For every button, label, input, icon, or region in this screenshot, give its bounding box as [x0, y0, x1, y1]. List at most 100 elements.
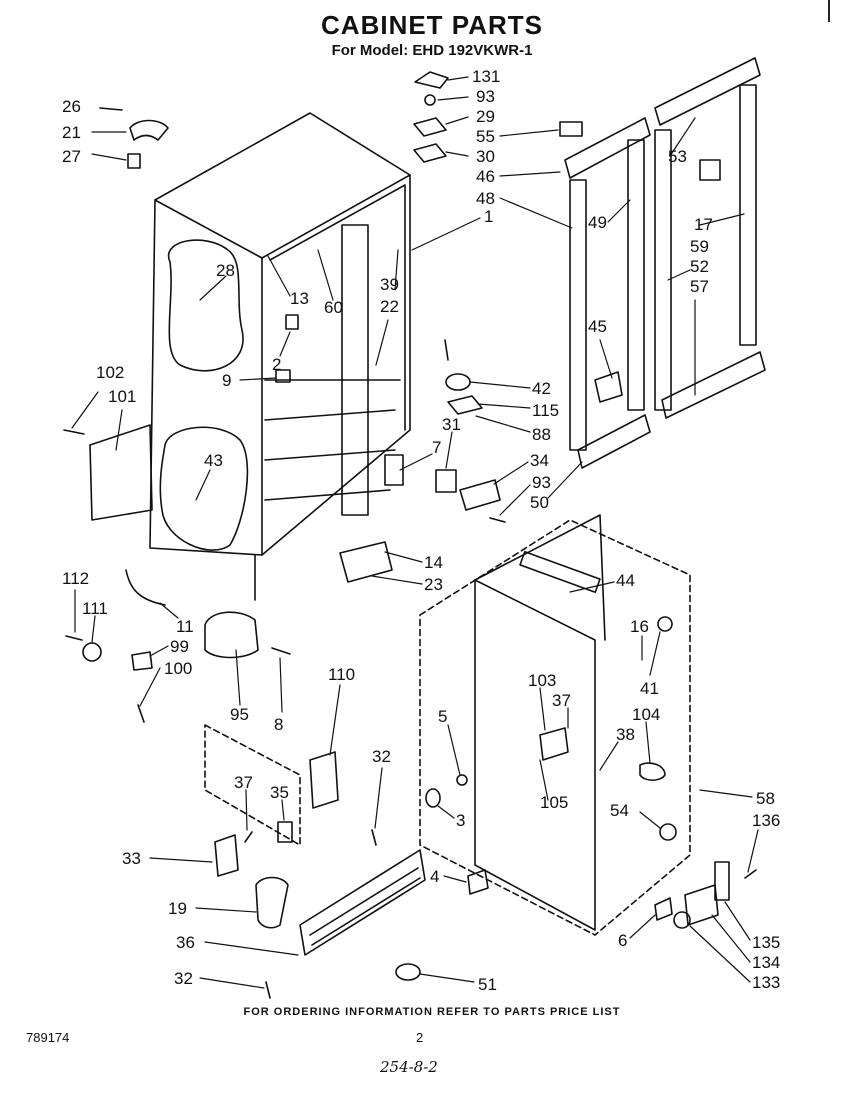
spacer-35 — [277, 821, 293, 843]
screw-112 — [65, 635, 83, 641]
left-side-parts — [63, 424, 393, 723]
hinge-29 — [413, 117, 447, 137]
callout-29: 29 — [476, 107, 495, 126]
door-dashed-outline — [419, 519, 691, 936]
lower-parts — [204, 724, 426, 999]
cabinet-outline — [149, 112, 411, 556]
callout-4: 4 — [430, 867, 439, 886]
leader-lines — [71, 76, 759, 989]
callout-22: 22 — [380, 297, 399, 316]
callout-54: 54 — [610, 801, 629, 820]
callout-55: 55 — [476, 127, 495, 146]
grille-slot-2 — [311, 877, 421, 946]
compressor-relay-95 — [204, 611, 259, 659]
bushing-115 — [445, 373, 471, 391]
bracket-135 — [714, 861, 730, 901]
callout-49: 49 — [588, 213, 607, 232]
callout-37a: 37 — [552, 691, 571, 710]
hinge-pin-3 — [425, 788, 441, 808]
spacer-31 — [435, 469, 457, 493]
callout-5: 5 — [438, 707, 447, 726]
callout-11: 11 — [176, 617, 194, 636]
gasket-bottom-59 — [661, 351, 766, 419]
plate-88 — [447, 395, 483, 415]
callout-88: 88 — [532, 425, 551, 444]
freezer-door — [419, 514, 757, 936]
callout-112: 112 — [62, 569, 89, 588]
gasket-side-49 — [627, 139, 645, 411]
tube-11 — [125, 569, 166, 606]
callout-35: 35 — [270, 783, 289, 802]
gasket-bottom-50 — [577, 414, 651, 469]
callout-32b: 32 — [174, 969, 193, 988]
screw-102 — [63, 429, 85, 435]
callout-30: 30 — [476, 147, 495, 166]
callout-34: 34 — [530, 451, 549, 470]
grille-slot-1 — [309, 867, 419, 936]
door-top-edge — [474, 514, 606, 641]
handle-trim-44 — [519, 550, 601, 594]
callout-23: 23 — [424, 575, 443, 594]
callout-43: 43 — [204, 451, 223, 470]
callout-102: 102 — [96, 363, 124, 382]
callout-17: 17 — [694, 215, 713, 234]
callout-7: 7 — [432, 438, 441, 457]
callout-51: 51 — [478, 975, 497, 994]
callout-46: 46 — [476, 167, 495, 186]
insulation-cutaway-lower — [159, 426, 249, 551]
roller-133 — [673, 911, 691, 929]
callout-100: 100 — [164, 659, 192, 678]
callout-28: 28 — [216, 261, 235, 280]
hinge-bushing-55 — [559, 121, 583, 137]
callout-9: 9 — [222, 371, 231, 390]
callout-115: 115 — [532, 401, 559, 420]
callout-111: 111 — [82, 599, 108, 618]
center-mullion — [341, 224, 369, 516]
cap-27 — [127, 153, 141, 169]
page-title: CABINET PARTS — [321, 10, 543, 40]
plug-41 — [657, 616, 673, 632]
callout-103: 103 — [528, 671, 556, 690]
callout-60: 60 — [324, 298, 343, 317]
latch-14 — [339, 541, 393, 583]
gasket-side-52 — [654, 129, 672, 411]
callout-104: 104 — [632, 705, 660, 724]
door-front — [474, 579, 596, 931]
hinge-cover-131 — [414, 71, 449, 89]
handwritten-note: 254-8-2 — [380, 1058, 438, 1076]
callout-59: 59 — [690, 237, 709, 256]
hinge-19 — [255, 876, 289, 929]
callout-19: 19 — [168, 899, 187, 918]
screw-32-upper — [371, 829, 377, 846]
bushing-54 — [659, 823, 677, 841]
bracket-134 — [684, 884, 719, 926]
button-104 — [639, 762, 666, 782]
callout-27: 27 — [62, 147, 81, 166]
callout-53: 53 — [668, 147, 687, 166]
lower-dashed-box — [204, 724, 301, 846]
gasket-side-48 — [569, 179, 587, 451]
callout-3: 3 — [456, 811, 465, 830]
callout-136: 136 — [752, 811, 780, 830]
callout-93b: 93 — [532, 473, 551, 492]
screw-93-mid — [489, 517, 506, 523]
callout-48: 48 — [476, 189, 495, 208]
callout-95: 95 — [230, 705, 249, 724]
callout-58: 58 — [756, 789, 775, 808]
screw-26 — [99, 107, 123, 111]
leveler-51 — [395, 963, 421, 981]
shelf-line-4 — [264, 489, 391, 501]
pad-6 — [654, 897, 673, 921]
cabinet-opening — [269, 184, 406, 431]
callout-31: 31 — [442, 415, 461, 434]
clip-99 — [131, 651, 153, 671]
door-gaskets — [564, 57, 766, 469]
insulation-cutaway-upper — [167, 239, 244, 372]
callout-labels: 131 93 29 55 30 46 48 1 26 21 27 53 49 1… — [62, 67, 780, 994]
callout-50: 50 — [530, 493, 549, 512]
screw-93-top — [424, 94, 436, 106]
callout-14: 14 — [424, 553, 443, 572]
screw-8 — [271, 647, 291, 655]
